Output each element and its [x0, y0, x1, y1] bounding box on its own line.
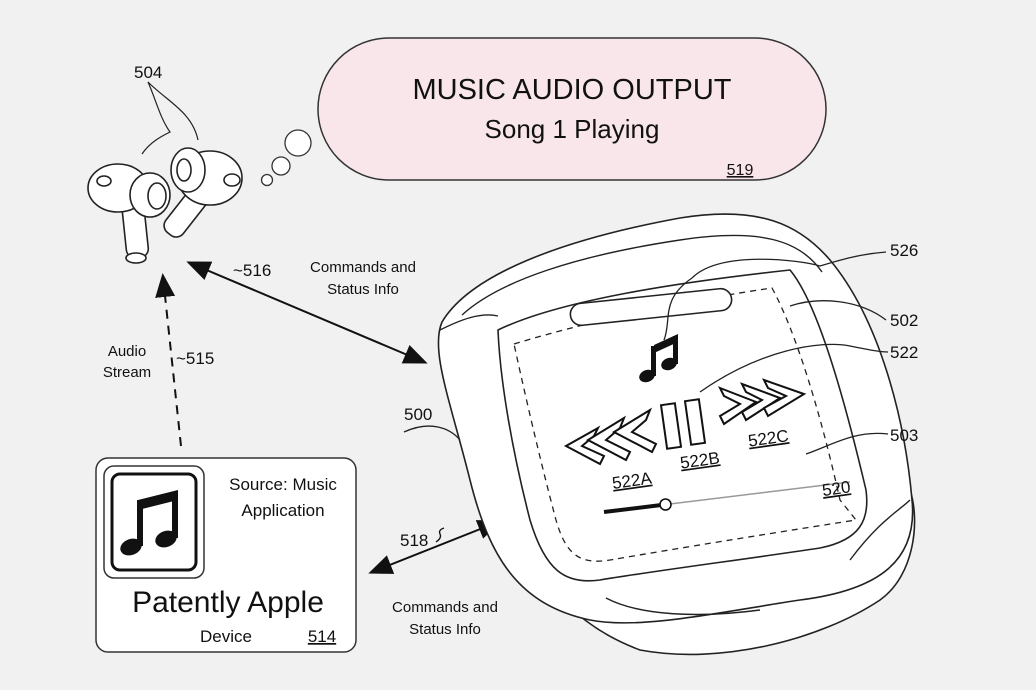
- edge-ref: 503: [890, 426, 918, 445]
- audio-output-bubble: MUSIC AUDIO OUTPUT Song 1 Playing 519: [260, 37, 827, 187]
- earbuds-icon: 504: [87, 63, 243, 264]
- music-app-icon: [103, 465, 205, 579]
- device-case-text-1: Commands and: [392, 599, 498, 616]
- progress-fill: [603, 502, 666, 514]
- case-slot: [569, 287, 733, 327]
- audio-stream-arrow: [155, 273, 182, 447]
- music-note-icon: [120, 490, 178, 556]
- bubble-dot: [260, 173, 274, 187]
- next-icon[interactable]: [717, 378, 807, 426]
- device-brand: Patently Apple: [132, 586, 324, 619]
- previous-icon[interactable]: [563, 407, 658, 466]
- earbuds-ref: 504: [134, 63, 162, 82]
- left-earbud: [87, 163, 171, 264]
- case-screen: [497, 269, 868, 582]
- buds-case-ref: ~516: [233, 261, 271, 280]
- audio-stream-text-2: Stream: [103, 364, 151, 381]
- progress-slider[interactable]: [603, 481, 851, 514]
- device-case-arrow: [368, 520, 502, 574]
- screen-ref: 520: [821, 477, 852, 500]
- pause-icon[interactable]: [659, 398, 707, 450]
- buds-case-link: ~516 Commands and Status Info: [186, 259, 428, 364]
- bubble-dot: [271, 156, 291, 176]
- device-ref: 514: [308, 627, 336, 646]
- buds-case-text-2: Status Info: [327, 281, 399, 298]
- buds-case-text-1: Commands and: [310, 259, 416, 276]
- top-ref: 502: [890, 311, 918, 330]
- bubble-ref: 519: [727, 162, 754, 179]
- device-case-link: 518 Commands and Status Info: [368, 520, 502, 638]
- progress-knob[interactable]: [659, 498, 672, 511]
- audio-stream-text-1: Audio: [108, 343, 146, 360]
- charging-case: [437, 213, 916, 656]
- device-buds-link: Audio Stream ~515: [103, 273, 214, 447]
- source-device: Source: Music Application Patently Apple…: [95, 457, 357, 653]
- device-source-line2: Application: [241, 501, 324, 520]
- leader-lines: [403, 251, 889, 455]
- bubble-subtitle: Song 1 Playing: [485, 114, 660, 144]
- music-note-icon: [639, 334, 678, 383]
- bubble-dot: [284, 129, 312, 157]
- device-label: Device: [200, 627, 252, 646]
- right-earbud: [163, 147, 243, 238]
- device-case-text-2: Status Info: [409, 621, 481, 638]
- bubble-title: MUSIC AUDIO OUTPUT: [412, 74, 731, 106]
- controls-ref: 522: [890, 343, 918, 362]
- device-case-ref: 518: [400, 531, 428, 550]
- audio-stream-ref: ~515: [176, 349, 214, 368]
- buds-case-arrow: [186, 261, 428, 364]
- case-ref: 500: [404, 405, 432, 424]
- device-source-line1: Source: Music: [229, 475, 337, 494]
- note-ref: 526: [890, 241, 918, 260]
